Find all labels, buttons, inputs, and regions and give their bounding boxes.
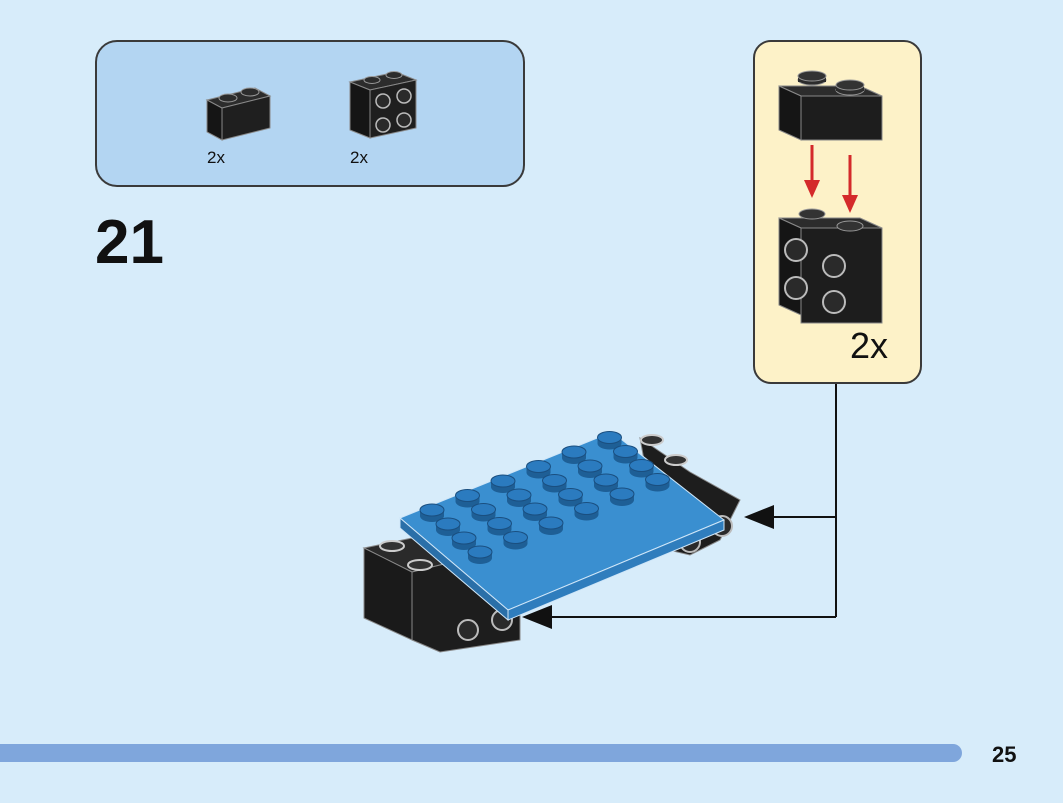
left-arrow-icon: [744, 505, 774, 529]
stud: [506, 488, 532, 507]
stud: [597, 431, 622, 450]
page-progress-bar: [0, 744, 962, 762]
stud: [574, 502, 599, 521]
stud: [455, 489, 480, 508]
stud: [503, 531, 528, 550]
stud: [645, 473, 670, 492]
stud: [613, 445, 638, 464]
stud: [629, 459, 654, 478]
left-arrow-icon: [522, 605, 552, 629]
stud: [538, 516, 564, 535]
subassembly-box: [753, 40, 922, 384]
stud: [471, 503, 496, 522]
stud: [558, 488, 583, 507]
stud: [451, 531, 477, 550]
stud: [542, 474, 567, 493]
page-number: 25: [992, 742, 1017, 767]
part-qty-2: 2x: [350, 148, 368, 167]
stud: [561, 445, 587, 464]
stud: [609, 487, 635, 506]
stud: [526, 460, 551, 479]
stud: [522, 502, 548, 521]
stud: [577, 459, 603, 478]
stud: [435, 517, 461, 536]
subassembly-qty: 2x: [850, 325, 889, 366]
step-number: 21: [95, 208, 164, 277]
stud: [419, 503, 445, 522]
parts-list-box: [95, 40, 525, 187]
stud: [490, 474, 516, 493]
stud: [467, 545, 493, 564]
stud: [593, 473, 619, 492]
stud: [487, 517, 512, 536]
part-qty-1: 2x: [207, 148, 225, 167]
